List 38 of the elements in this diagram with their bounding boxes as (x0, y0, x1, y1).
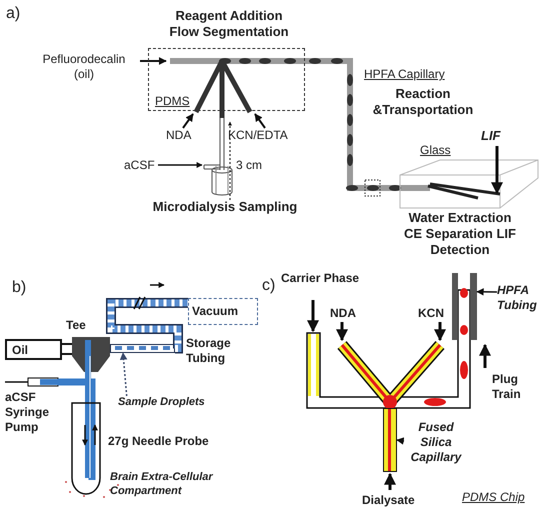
label: KCN/EDTA (228, 128, 288, 143)
dashed-region: Vacuum (188, 298, 258, 325)
label: Glass (420, 143, 451, 158)
storage-tubing (110, 344, 175, 353)
callout-text: Fused Silica Capillary (404, 420, 468, 465)
callout-text: HPFA Tubing (497, 283, 549, 313)
dashed-region: PDMS (148, 48, 305, 111)
oil-reservoir: Oil (5, 339, 62, 360)
label: Brain Extra-Cellular Compartment (110, 470, 214, 498)
label: Dialysate (362, 493, 415, 508)
leader-line (396, 437, 404, 445)
callout-text: Sample Droplets (118, 396, 205, 408)
label: Pefluorodecalin (oil) (42, 52, 126, 82)
label: NDA (330, 306, 356, 321)
label: LIF (481, 128, 500, 144)
leader-line (120, 352, 128, 396)
label: 27g Needle Probe (108, 434, 209, 449)
label: Carrier Phase (281, 271, 360, 286)
label: aCSF (124, 158, 155, 173)
label: Plug Train (492, 372, 522, 402)
label: NDA (166, 128, 192, 143)
heading: Reaction &Transportation (372, 86, 474, 118)
heading: Microdialysis Sampling (152, 199, 298, 215)
label: Storage Tubing (186, 336, 232, 366)
panel-letter: a) (6, 4, 20, 23)
label: KCN (418, 306, 444, 321)
label: HPFA Capillary (364, 67, 445, 82)
dimension-text: 3 cm (236, 158, 262, 173)
leader-line (476, 288, 497, 296)
capillary (383, 408, 397, 472)
caption: PDMS Chip (462, 490, 525, 505)
label: aCSF Syringe Pump (5, 390, 50, 435)
tubing-wall (470, 273, 477, 340)
panel-letter: b) (12, 278, 26, 297)
label: Tee (66, 318, 86, 333)
heading: Water Extraction CE Separation LIF Detection (404, 210, 516, 258)
heading: Reagent Addition Flow Segmentation (168, 8, 290, 40)
panel-letter: c) (262, 276, 276, 295)
